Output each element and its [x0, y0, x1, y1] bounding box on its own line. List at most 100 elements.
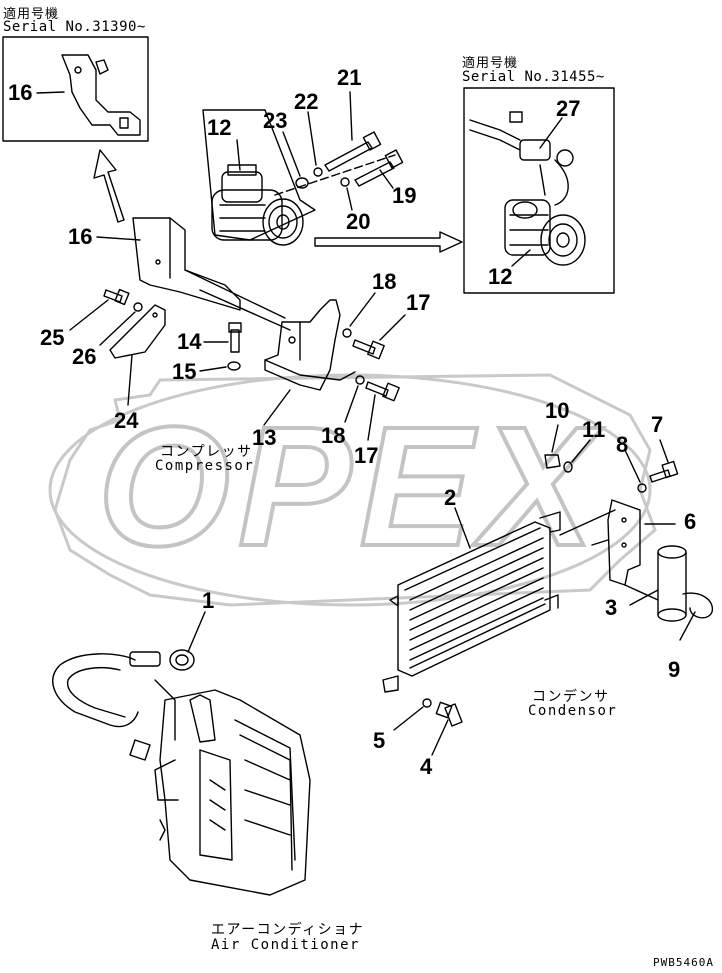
- callout-11: 11: [582, 417, 606, 442]
- leader-10: [551, 424, 559, 453]
- bolt-21: [324, 141, 373, 172]
- leader-16a: [36, 91, 65, 94]
- leader-22: [307, 111, 317, 166]
- callout-12-main: 12: [207, 115, 232, 140]
- bolt-17b: [365, 381, 389, 397]
- callout-22: 22: [294, 89, 319, 114]
- leader-24: [127, 354, 133, 406]
- compressor-12-drawing: [211, 164, 304, 246]
- leader-25: [69, 299, 109, 331]
- callout-12-inset: 12: [488, 264, 513, 289]
- bolt-14: [230, 329, 240, 353]
- callout-5: 5: [373, 728, 386, 753]
- callout-4: 4: [420, 754, 433, 779]
- leader-4: [431, 719, 449, 756]
- nut-10: [544, 454, 561, 469]
- leader-16b: [96, 236, 141, 241]
- callout-17-lower: 17: [354, 443, 379, 468]
- caption-air-conditioner-en: Air Conditioner: [211, 937, 360, 953]
- bolt-17a-head: [367, 340, 385, 360]
- leader-5: [393, 706, 424, 731]
- note-right-jp: 適用号機: [462, 55, 519, 70]
- callout-17-upper: 17: [406, 290, 431, 315]
- leader-12a: [236, 139, 241, 171]
- leader-13: [263, 389, 291, 426]
- callout-15: 15: [172, 359, 197, 384]
- callout-7: 7: [651, 412, 664, 437]
- callout-19: 19: [392, 183, 417, 208]
- leader-27: [539, 117, 563, 149]
- leader-15: [199, 366, 227, 372]
- note-left-serial: Serial No.31390~: [3, 19, 146, 35]
- callout-27: 27: [556, 96, 581, 121]
- leader-23: [282, 131, 301, 177]
- bracket-16-inset-drawing: [61, 54, 141, 136]
- hose-9: [682, 592, 714, 619]
- leader-9: [679, 611, 696, 641]
- leader-7: [659, 439, 669, 463]
- washer-15: [227, 361, 241, 371]
- leader-1: [187, 611, 206, 653]
- bracket-16-drawing: [132, 217, 291, 331]
- washer-11: [563, 461, 573, 473]
- condensor-2-drawing: [382, 511, 561, 693]
- note-right-serial: Serial No.31455~: [462, 69, 605, 85]
- leader-19: [379, 169, 394, 189]
- callout-10: 10: [545, 398, 570, 423]
- bolt-4-head: [435, 701, 453, 719]
- callout-13: 13: [252, 425, 277, 450]
- callout-6: 6: [684, 509, 697, 534]
- bolt-19: [354, 161, 395, 187]
- callout-18-lower: 18: [321, 423, 346, 448]
- drawing-code: PWB5460A: [653, 956, 714, 969]
- washer-8: [637, 483, 647, 493]
- caption-condensor-en: Condensor: [528, 703, 618, 719]
- bolt-17a: [352, 339, 376, 355]
- callout-21: 21: [337, 65, 362, 90]
- leader-11: [571, 439, 591, 463]
- receiver-3-drawing: [657, 545, 687, 622]
- callout-18-upper: 18: [372, 269, 397, 294]
- leader-21: [349, 91, 353, 141]
- washer-5: [422, 698, 432, 708]
- bolt-17b-head: [382, 382, 400, 402]
- washer-20: [340, 177, 350, 187]
- arrow-right-to-inset: [314, 231, 463, 253]
- inset-box-right: [463, 87, 615, 294]
- bolt-4: [444, 703, 463, 727]
- bolt-21-head: [362, 131, 382, 151]
- leader-18b: [344, 385, 359, 423]
- callout-2: 2: [444, 485, 457, 510]
- callout-20: 20: [346, 209, 371, 234]
- compressor-inset-drawing: [469, 111, 586, 266]
- washer-18a: [342, 328, 352, 338]
- washer-26: [133, 302, 143, 312]
- bolt-19-head: [384, 149, 404, 169]
- caption-compressor-en: Compressor: [155, 458, 255, 474]
- assembly-centerline: [274, 154, 396, 196]
- leader-2: [454, 507, 471, 549]
- leader-18a: [349, 292, 376, 327]
- bracket-13-drawing: [264, 299, 356, 391]
- callout-8: 8: [616, 432, 629, 457]
- bolt-14-head: [228, 322, 242, 333]
- air-conditioner-drawing: [52, 649, 311, 896]
- leader-8: [624, 449, 641, 483]
- bolt-25-head: [114, 288, 130, 306]
- callout-9: 9: [668, 657, 681, 682]
- caption-air-conditioner-jp: エアーコンディショナ: [211, 921, 365, 937]
- caption-compressor-jp: コンプレッサ: [160, 443, 253, 459]
- callout-24: 24: [114, 408, 139, 433]
- leader-12b: [511, 249, 531, 267]
- callout-16-main: 16: [68, 224, 93, 249]
- callout-16-inset: 16: [8, 80, 33, 105]
- leader-20: [346, 187, 353, 211]
- washer-18b: [355, 375, 365, 385]
- callout-23: 23: [263, 108, 288, 133]
- caption-condensor-jp: コンデンサ: [532, 688, 610, 704]
- callout-14: 14: [177, 329, 202, 354]
- callout-25: 25: [40, 325, 65, 350]
- leader-17b: [367, 394, 376, 441]
